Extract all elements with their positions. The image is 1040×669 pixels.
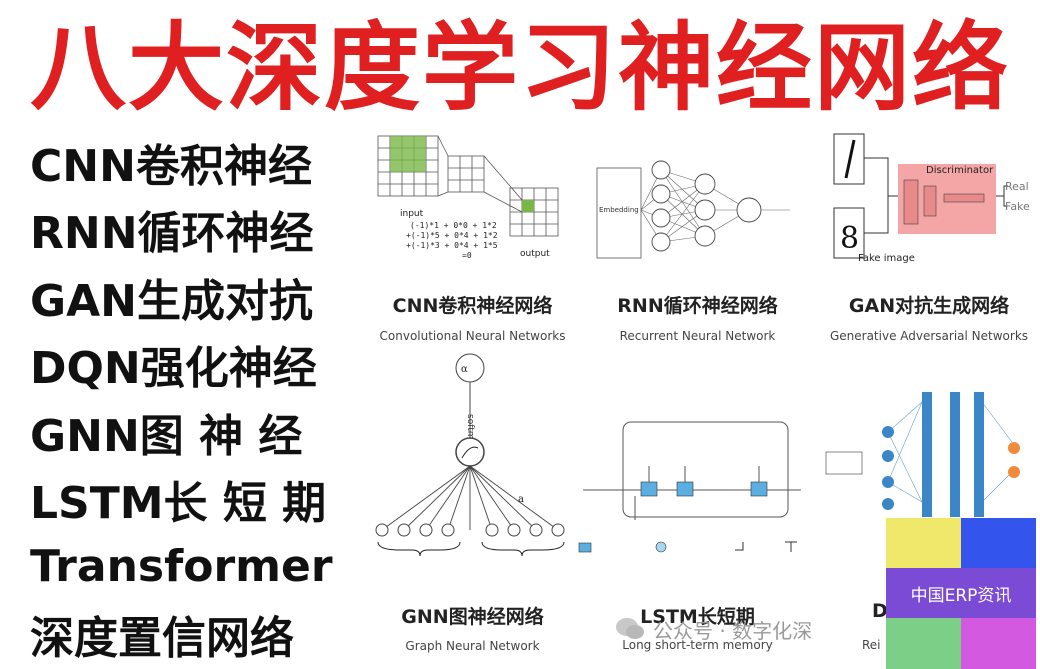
dbn-subtitle: Rei (862, 638, 881, 652)
cnn-diagram: input output (-1)*1 + 0*0 + 1*2 +(-1)*5 … (377, 135, 559, 260)
gan-diagram: 8 Discriminator Real Fake Fake image (833, 133, 1030, 264)
dbn-panel: D Rei (822, 392, 1040, 662)
cnn-panel: input output (-1)*1 + 0*0 + 1*2 +(-1)*5 … (370, 128, 575, 350)
list-item: GNN图 神 经 (30, 410, 303, 462)
gan-fake-image-label: Fake image (858, 253, 915, 264)
rnn-embedding-label: Embedding (599, 206, 639, 214)
badge-tile (961, 618, 1036, 669)
cnn-calc-line: +(-1)*3 + 0*4 + 1*5 (406, 241, 498, 250)
gan-discriminator-label: Discriminator (926, 165, 994, 176)
gan-subtitle: Generative Adversarial Networks (829, 329, 1029, 343)
gan-real-label: Real (1005, 180, 1029, 193)
dbn-title: D (872, 600, 888, 622)
cnn-calc-line: (-1)*1 + 0*0 + 1*2 (410, 221, 497, 230)
watermark-text: 公众号 · 数字化深 (653, 618, 813, 643)
badge-tile (961, 518, 1036, 568)
cnn-calc-line: =0 (462, 251, 472, 260)
dbn-diagram (825, 392, 1020, 517)
cnn-calc-line: +(-1)*5 + 0*4 + 1*2 (406, 231, 498, 240)
gnn-a-label: a (518, 494, 524, 505)
rnn-diagram: Embedding (596, 160, 790, 259)
rnn-title: RNN循环神经网络 (617, 295, 778, 317)
list-item: RNN循环神经 (30, 208, 314, 260)
list-item: CNN卷积神经 (30, 140, 312, 192)
list-item: Transformer (30, 541, 333, 593)
network-list: CNN卷积神经 RNN循环神经 GAN生成对抗 DQN强化神经 GNN图 神 经… (30, 128, 370, 668)
gnn-panel: α softmax a GNN图神经网络 Graph Neural Networ… (370, 352, 575, 662)
cnn-title: CNN卷积神经网络 (392, 295, 553, 317)
cnn-output-label: output (520, 249, 550, 259)
list-item: LSTM长 短 期 (30, 478, 327, 530)
gnn-top-node: α (461, 364, 468, 375)
badge-label: 中国ERP资讯 (886, 568, 1036, 618)
wechat-icon (616, 618, 644, 639)
badge-tile (886, 518, 961, 568)
list-item: GAN生成对抗 (30, 275, 313, 327)
gan-title: GAN对抗生成网络 (848, 295, 1010, 317)
gnn-subtitle: Graph Neural Network (405, 639, 540, 653)
badge-tile (886, 618, 961, 669)
cnn-input-label: input (400, 209, 424, 219)
svg-text:8: 8 (840, 221, 859, 256)
gan-fake-label: Fake (1005, 200, 1030, 213)
lstm-diagram (578, 421, 801, 553)
gnn-diagram: α softmax a (375, 353, 565, 557)
gnn-softmax-label: softmax (465, 414, 475, 451)
page-title: 八大深度学习神经网络 (30, 11, 1010, 124)
lstm-subtitle: Long short-term memory (622, 638, 773, 652)
gan-panel: 8 Discriminator Real Fake Fake image GAN… (818, 128, 1040, 350)
lstm-title: LSTM长短期 (640, 606, 755, 628)
list-item: DQN强化神经 (30, 343, 317, 395)
erp-badge: 中国ERP资讯 (886, 518, 1036, 669)
rnn-subtitle: Recurrent Neural Network (619, 329, 776, 343)
rnn-panel: Embedding RNN循环神经网络 Recurrent Neural Net… (585, 128, 810, 350)
list-item: 深度置信网络 (30, 613, 294, 665)
lstm-panel: LSTM长短期 Long short-term memory (575, 400, 820, 662)
gnn-title: GNN图神经网络 (401, 606, 544, 628)
cnn-subtitle: Convolutional Neural Networks (379, 329, 566, 343)
watermark: 公众号 · 数字化深 (615, 612, 812, 646)
